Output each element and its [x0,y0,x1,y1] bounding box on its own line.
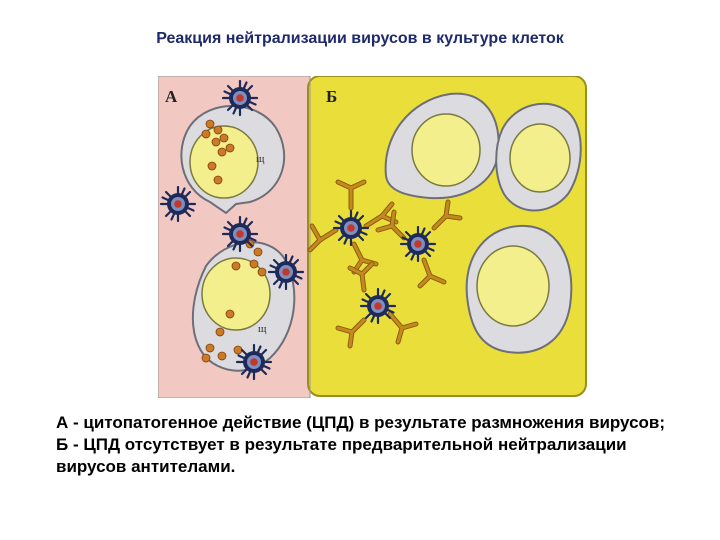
virus-a-3 [221,215,259,253]
virus-a-2 [159,185,197,223]
neutralized-virus-3 [335,261,419,349]
virus-a-5 [235,343,273,381]
slide-title: Реакция нейтрализации вирусов в культуре… [156,30,564,47]
figure-caption: А - цитопатогенное действие (ЦПД) в резу… [56,412,696,478]
virion-dots [201,119,267,363]
nucleus-lower [201,257,271,331]
healthy-cell-1 [384,92,500,200]
neutralized-virus-2 [375,199,463,289]
virus-a-1 [221,79,259,117]
panel-a-border [158,76,311,398]
caption-panel-a: А - цитопатогенное действие (ЦПД) в резу… [56,413,666,432]
healthy-cell-3 [465,224,573,354]
healthy-cell-2 [495,102,582,212]
caption-panel-b: Б - ЦПД отсутствует в результате предвар… [56,435,627,476]
infected-cell-lower: щ [191,241,296,372]
panel-a-label: А [165,87,178,106]
nucleus-upper [189,125,259,199]
figure-svg: А Б щ щ [158,76,587,398]
panel-b-label: Б [326,87,337,106]
nucleus-letter-lower: щ [258,323,267,335]
neutralization-figure: А Б щ щ [158,76,588,398]
virus-a-4 [267,253,305,291]
nucleus-letter-upper: щ [256,153,265,165]
